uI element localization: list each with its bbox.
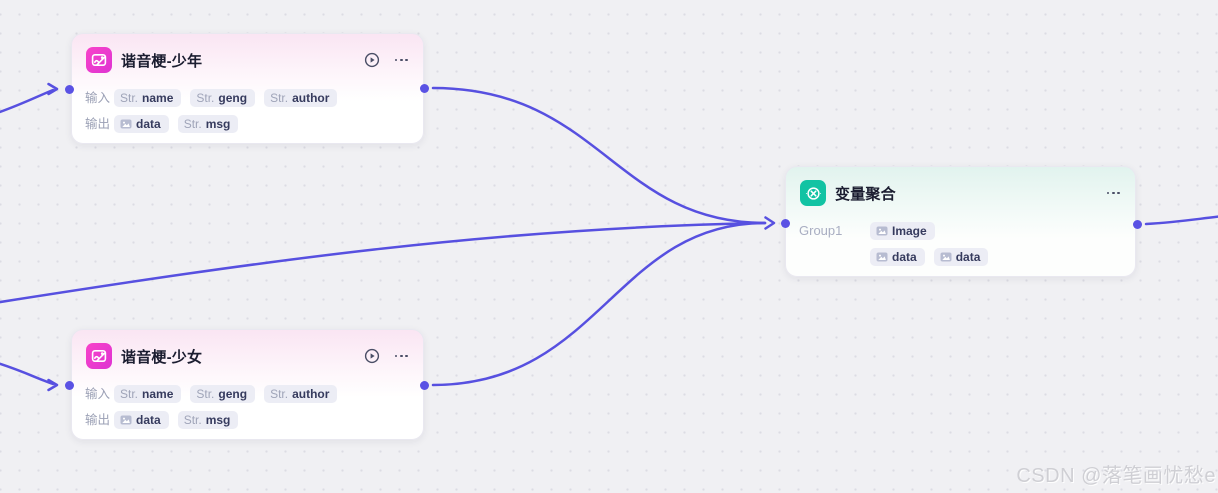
param-tags: Image	[870, 222, 935, 240]
edge-shaonv-to-aggregate[interactable]	[431, 221, 767, 387]
row-label: 输入	[85, 91, 111, 105]
node-header: 谐音梗-少年	[72, 34, 423, 73]
node-title: 谐音梗-少女	[121, 348, 203, 366]
param-row: Group1 Image	[799, 222, 1122, 240]
param-name: geng	[218, 387, 248, 401]
row-label: 输入	[85, 387, 111, 401]
edge-into-node-shaonian[interactable]	[0, 88, 55, 114]
node-header: 谐音梗-少女	[72, 330, 423, 369]
type-prefix: Str.	[183, 117, 202, 131]
output-port-shaonv[interactable]	[419, 380, 429, 390]
param-name: data	[136, 117, 161, 131]
type-prefix: Str.	[120, 91, 139, 105]
param-name: geng	[218, 91, 248, 105]
type-prefix: Str.	[120, 387, 139, 401]
image-param-tag: Image	[870, 222, 935, 240]
output-port-aggregate[interactable]	[1132, 219, 1142, 229]
node-menu-button[interactable]	[393, 349, 409, 364]
param-name: data	[892, 250, 917, 264]
arrowhead-node-shaonv	[47, 378, 59, 392]
row-label: 输出	[85, 413, 111, 427]
edge-shaonian-to-aggregate[interactable]	[431, 86, 767, 225]
arrowhead-aggregate	[764, 216, 776, 230]
type-prefix: Str.	[270, 387, 289, 401]
image-type-icon	[940, 252, 952, 262]
image-type-icon	[876, 252, 888, 262]
edge-into-node-shaonv[interactable]	[0, 362, 55, 386]
node-header: 变量聚合	[786, 167, 1135, 206]
string-param-tag: Str.author	[264, 385, 338, 403]
input-port-shaonian[interactable]	[64, 84, 74, 94]
param-row: 输出 data Str.msg	[85, 115, 410, 133]
param-tags: data data	[870, 248, 989, 266]
string-param-tag: Str.name	[114, 385, 182, 403]
variable-aggregate-icon	[800, 180, 826, 206]
image-type-icon	[876, 226, 888, 236]
run-node-button[interactable]	[364, 52, 380, 68]
node-params: Group1 Image data data	[786, 206, 1135, 266]
image-edit-icon	[86, 343, 112, 369]
string-param-tag: Str.geng	[190, 385, 256, 403]
node-title: 谐音梗-少年	[121, 52, 203, 70]
arrowhead-node-shaonian	[47, 82, 59, 96]
node-title: 变量聚合	[835, 185, 896, 203]
param-name: author	[292, 387, 330, 401]
edge-aggregate-out[interactable]	[1144, 215, 1218, 226]
input-port-aggregate[interactable]	[780, 218, 790, 228]
row-label: 输出	[85, 117, 111, 131]
node-menu-button[interactable]	[393, 53, 409, 68]
image-edit-icon	[86, 47, 112, 73]
image-param-tag: data	[114, 411, 169, 429]
param-name: msg	[205, 117, 231, 131]
param-name: author	[292, 91, 330, 105]
image-type-icon	[120, 415, 132, 425]
image-param-tag: data	[114, 115, 169, 133]
image-param-tag: data	[933, 248, 989, 266]
param-name: Image	[892, 224, 927, 238]
image-param-tag: data	[870, 248, 925, 266]
param-name: name	[142, 387, 174, 401]
string-param-tag: Str.author	[264, 89, 338, 107]
image-type-icon	[120, 119, 132, 129]
param-row: data data	[799, 248, 1122, 266]
row-label: Group1	[799, 223, 843, 238]
type-prefix: Str.	[183, 413, 202, 427]
param-name: msg	[205, 413, 231, 427]
output-port-shaonian[interactable]	[419, 83, 429, 93]
param-row: 输出 data Str.msg	[85, 411, 410, 429]
input-port-shaonv[interactable]	[64, 380, 74, 390]
string-param-tag: Str.name	[114, 89, 182, 107]
edge-offscreen-to-aggregate[interactable]	[0, 221, 767, 304]
run-node-button[interactable]	[364, 348, 380, 364]
node-card-variable-aggregate[interactable]: 变量聚合 Group1 Image data data	[785, 166, 1136, 277]
param-name: data	[955, 250, 981, 264]
param-tags: data Str.msg	[114, 411, 239, 429]
type-prefix: Str.	[270, 91, 289, 105]
type-prefix: Str.	[196, 387, 215, 401]
string-param-tag: Str.geng	[190, 89, 256, 107]
param-name: data	[136, 413, 161, 427]
param-name: name	[142, 91, 174, 105]
string-param-tag: Str.msg	[177, 115, 239, 133]
node-menu-button[interactable]	[1105, 186, 1121, 201]
string-param-tag: Str.msg	[177, 411, 239, 429]
param-tags: data Str.msg	[114, 115, 239, 133]
type-prefix: Str.	[196, 91, 215, 105]
